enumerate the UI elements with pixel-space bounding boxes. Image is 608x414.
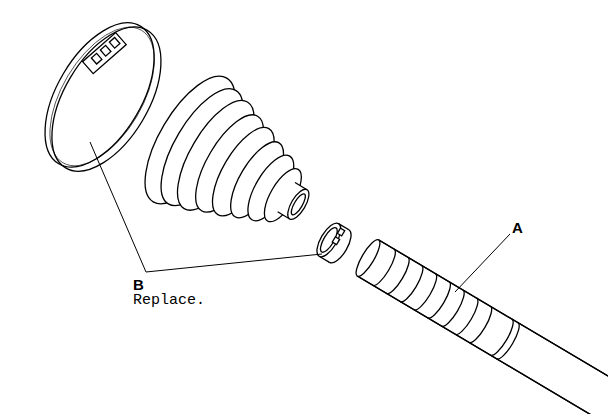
leader-line — [90, 142, 322, 272]
leader-line — [455, 234, 510, 292]
callout-letter: B — [133, 277, 144, 292]
large-clamp — [23, 5, 184, 190]
cv-boot — [127, 63, 341, 270]
callout-letter: A — [512, 220, 523, 235]
note-text: Replace. — [133, 293, 205, 308]
small-clamp — [312, 220, 355, 267]
driveshaft — [352, 237, 608, 414]
